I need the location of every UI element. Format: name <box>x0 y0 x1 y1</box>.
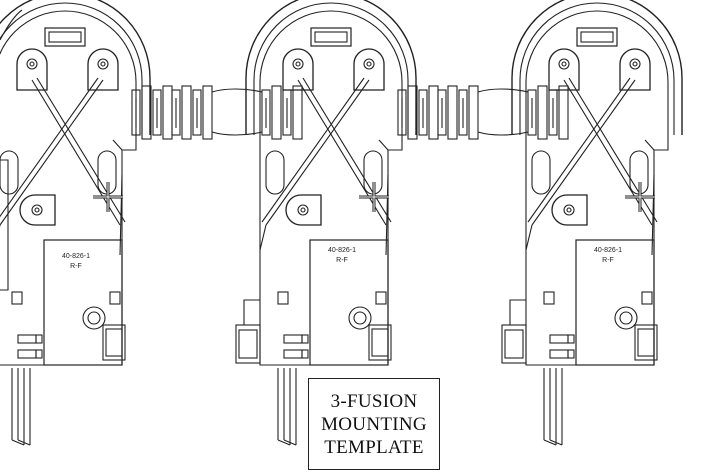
title-line-1: 3-FUSION <box>330 390 418 412</box>
unit-2-part-number: 40-826-1 <box>328 247 356 254</box>
coupler-5 <box>437 85 479 140</box>
unit-2-variant: R-F <box>336 257 348 264</box>
bridge-2 <box>477 88 529 136</box>
coupler-4 <box>397 85 439 140</box>
left-edge-unit <box>0 9 23 291</box>
unit-1-variant: R-F <box>70 263 82 270</box>
coupler-1 <box>131 85 173 140</box>
coupler-3 <box>261 85 303 140</box>
unit-3-part-number: 40-826-1 <box>594 247 622 254</box>
bridge-1 <box>211 88 263 136</box>
title-line-2: MOUNTING <box>321 413 427 435</box>
template-title-box: 3-FUSION MOUNTING TEMPLATE <box>308 378 440 470</box>
unit-1-part-number: 40-826-1 <box>62 253 90 260</box>
title-line-3: TEMPLATE <box>324 436 424 458</box>
unit-3-variant: R-F <box>602 257 614 264</box>
fusion-unit-3 <box>500 0 684 447</box>
coupler-6 <box>527 85 569 140</box>
coupler-2 <box>171 85 213 140</box>
fusion-unit-1 <box>0 0 152 447</box>
